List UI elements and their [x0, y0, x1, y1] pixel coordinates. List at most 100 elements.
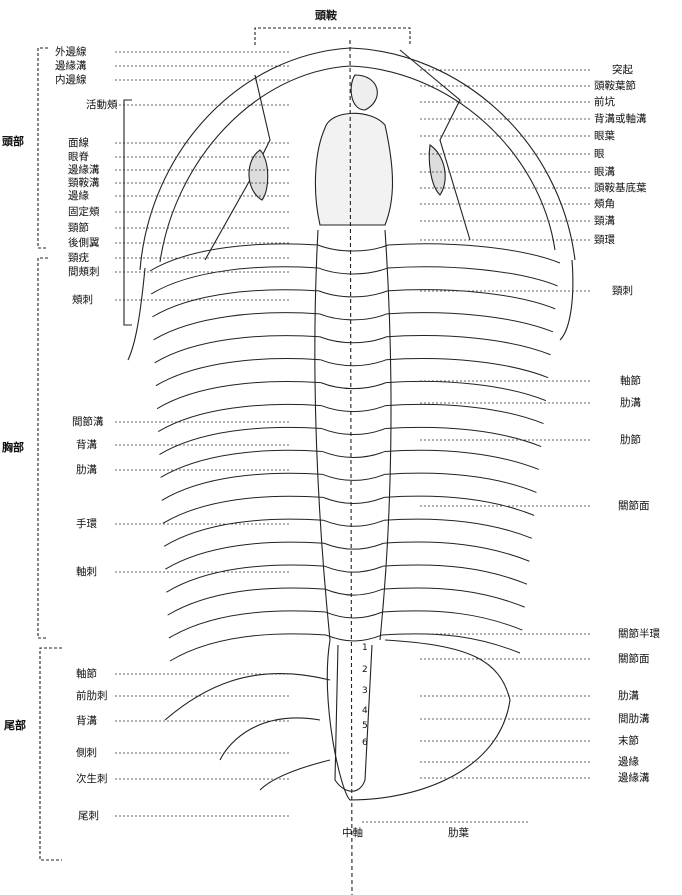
label-border-furrow-2: 邊緣溝 [68, 164, 100, 176]
right-pleura-segment [384, 496, 534, 515]
label-thoracic-pleural-furrow: 肋溝 [620, 397, 641, 409]
right-eye [429, 145, 445, 195]
right-pleura-segment [386, 404, 544, 423]
label-thoracic-axial-ring: 軸節 [620, 375, 641, 387]
thorax-segments [150, 244, 560, 661]
right-pleura-segment [382, 634, 520, 653]
axial-ring-segment [323, 474, 385, 480]
label-inner-border-line: 内邊線 [55, 74, 87, 86]
right-pleura-segment [383, 565, 527, 584]
right-pleura-segment [388, 267, 558, 286]
label-outer-border-line: 外邊線 [55, 46, 87, 58]
cephalon-bracket [38, 48, 48, 248]
pygidium-segment-4: 4 [362, 706, 368, 716]
label-eye-ridge: 眼脊 [68, 151, 89, 163]
axial-ring-segment [321, 383, 386, 389]
axial-ring-segment [326, 635, 382, 641]
thorax-bracket [38, 258, 48, 638]
axial-ring-segment [319, 314, 387, 320]
axial-ring-segment [325, 589, 383, 595]
label-eye: 眼 [594, 148, 605, 160]
right-facial-suture [400, 50, 470, 240]
label-secondary-spine: 次生刺 [76, 773, 108, 785]
label-neck-segment: 頸節 [68, 222, 89, 234]
right-genal-spine [560, 260, 573, 340]
label-axial-furrow: 背溝或軸溝 [594, 113, 647, 125]
thorax-axis-left [315, 230, 330, 640]
frontal-lobe [351, 75, 377, 110]
label-half-ring: 手環 [76, 518, 97, 530]
label-fixed-cheek: 固定頰 [68, 206, 100, 218]
axial-ring-segment [323, 497, 384, 503]
label-pleura: 肋節 [620, 434, 641, 446]
label-border-furrow: 邊緣溝 [55, 60, 87, 72]
label-pygidial-pleural-furrow: 肋溝 [618, 690, 639, 702]
right-pleura-segment [385, 427, 541, 446]
label-axial-ring: 軸節 [76, 668, 97, 680]
label-intergenal-spine: 間頰刺 [68, 266, 100, 278]
pygidium-segment-6: 6 [362, 738, 368, 748]
right-pleura-segment [386, 381, 546, 400]
label-thorax: 胸部 [2, 442, 24, 454]
left-eye [249, 150, 268, 200]
label-border: 邊緣 [68, 190, 89, 202]
pygidium-segment-2: 2 [362, 665, 368, 675]
axial-ring-segment [324, 520, 384, 526]
label-dorsal-furrow: 背溝 [76, 439, 97, 451]
axial-ring-segment [324, 543, 383, 549]
axial-ring-segment [321, 406, 385, 412]
label-occipital-spine: 頸刺 [612, 285, 633, 297]
label-glabellar-lobe: 頭鞍葉節 [594, 80, 636, 92]
cheek-bracket [124, 100, 132, 325]
label-anterior-pit: 前坑 [594, 96, 615, 108]
label-pleural-furrow: 肋溝 [76, 464, 97, 476]
left-pygidial-spines [165, 674, 330, 790]
glabella-bracket [255, 28, 410, 45]
axial-ring-segment [319, 291, 387, 297]
label-axis: 中軸 [342, 827, 363, 839]
left-pleura-segment [170, 634, 326, 661]
pygidium-outline [327, 640, 510, 800]
label-articular-facet-2: 關節面 [618, 653, 650, 665]
axial-ring-segment [318, 268, 387, 274]
label-free-cheek: 活動頰 [86, 99, 118, 111]
label-cephalon: 頭部 [2, 136, 24, 148]
label-occipital-furrow: 頸溝 [594, 215, 615, 227]
label-articulating-furrow: 間節溝 [72, 416, 104, 428]
axial-ring-segment [325, 566, 383, 572]
pygidium-segment-1: 1 [362, 643, 368, 653]
label-dorsal-furrow-2: 背溝 [76, 715, 97, 727]
right-pleura-segment [384, 519, 532, 538]
label-interpleural-furrow: 間肋溝 [618, 713, 650, 725]
right-pleura-segment [387, 313, 553, 332]
right-pleura-segment [383, 542, 529, 561]
right-pleura-segment [383, 588, 525, 607]
label-basal-lobe: 頭鞍基底葉 [594, 182, 647, 194]
glabella [315, 113, 392, 225]
label-pleural-lobe: 肋葉 [448, 827, 469, 839]
axial-ring-segment [322, 429, 385, 435]
label-articular-facet: 關節面 [618, 500, 650, 512]
left-genal-spine [128, 268, 145, 360]
right-pleura-segment [382, 611, 522, 630]
right-pleura-segment [384, 473, 536, 492]
axial-ring-segment [320, 360, 386, 366]
label-glabella-top: 頭鞍 [315, 10, 337, 22]
label-articulating-half-ring: 關節半環 [618, 628, 660, 640]
right-pleura-segment [385, 450, 539, 469]
label-axial-spine: 軸刺 [76, 566, 97, 578]
label-process: 突起 [612, 64, 633, 76]
label-neck-tubercle: 頸疣 [68, 252, 89, 264]
label-anterior-pleural-spine: 前肋刺 [76, 690, 108, 702]
label-terminal-piece: 末節 [618, 735, 639, 747]
pygidium-segment-5: 5 [362, 721, 368, 731]
label-pygidial-border-furrow: 邊緣溝 [618, 772, 650, 784]
label-palpebral-lobe: 眼葉 [594, 130, 615, 142]
label-pygidium: 尾部 [4, 720, 26, 732]
label-facial-suture: 面線 [68, 137, 89, 149]
pygidium-bracket [40, 648, 62, 860]
label-glabellar-furrow: 頸鞍溝 [68, 177, 100, 189]
axial-ring-segment [320, 337, 387, 343]
axial-ring-segment [326, 612, 383, 618]
